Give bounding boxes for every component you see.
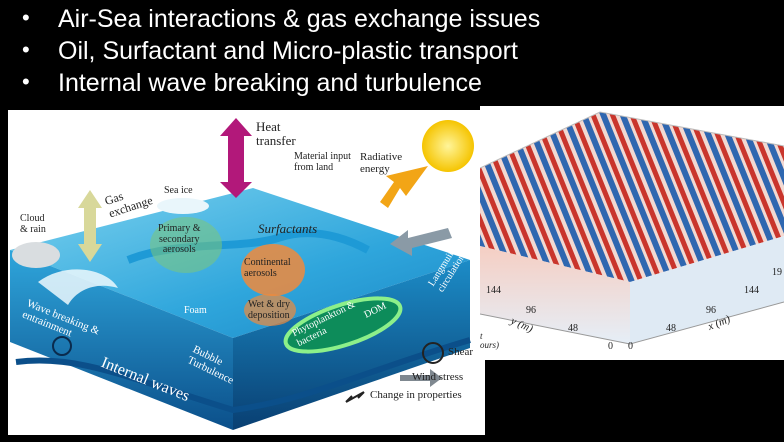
air-sea-illustration: Heat transfer Material input from land R… (8, 110, 485, 435)
deposition-cloud (244, 294, 296, 326)
shear-label: Shear (448, 346, 474, 358)
bullet-text: Air-Sea interactions & gas exchange issu… (58, 5, 541, 33)
eddy-icon (52, 336, 72, 356)
x-tick: 19 (772, 267, 782, 278)
y-tick: 96 (526, 305, 536, 316)
radiative-energy-label: Radiative energy (360, 151, 403, 175)
cloud-rain-label: Cloud & rain (20, 213, 46, 235)
bullet-marker: • (22, 69, 30, 94)
change-in-properties-label: Change in properties (370, 389, 462, 401)
y-tick: 0 (608, 341, 613, 352)
turbulence-field-graphic (480, 106, 784, 360)
x-tick: 96 (706, 305, 716, 316)
bullet-item: • Oil, Surfactant and Micro-plastic tran… (22, 36, 782, 68)
x-axis-line (629, 301, 784, 345)
shear-icon (422, 342, 444, 364)
y-tick: 48 (568, 323, 578, 334)
bullet-text: Internal wave breaking and turbulence (58, 69, 482, 97)
t-axis-label: t ours) (480, 331, 500, 351)
box-edge (480, 111, 784, 169)
foam-label: Foam (184, 305, 207, 316)
turbulence-3d-plot: 144 96 48 0 0 48 96 144 19 y (m) x (m) t… (480, 106, 784, 360)
x-tick: 48 (666, 323, 676, 334)
heat-transfer-arrow (220, 118, 252, 198)
bullet-text: Oil, Surfactant and Micro-plastic transp… (58, 37, 518, 65)
bullet-item: • Internal wave breaking and turbulence (22, 68, 782, 100)
turbulence-surface (480, 112, 784, 282)
material-input-label: Material input from land (294, 151, 351, 173)
phytoplankton-zone (283, 296, 403, 354)
x-tick: 144 (744, 285, 759, 296)
heat-transfer-label: Heat transfer (256, 119, 296, 148)
wind-stress-label: Wind stress (412, 371, 464, 383)
bullet-marker: • (22, 37, 30, 62)
bullet-marker: • (22, 5, 30, 30)
turbulence-side-wall (630, 236, 784, 344)
gas-exchange-arrow (78, 190, 102, 262)
ocean-block-graphic (10, 118, 474, 430)
surfactants-label: Surfactants (258, 221, 318, 236)
bullet-list: • Air-Sea interactions & gas exchange is… (22, 4, 782, 100)
primary-aerosol-cloud (150, 217, 222, 273)
breaking-wave (38, 269, 118, 305)
continental-aerosol-cloud (241, 244, 305, 296)
wind-label: Wind (410, 219, 435, 233)
ocean-surface (10, 188, 470, 338)
sea-ice-icon (157, 198, 209, 214)
cloud-icon (12, 242, 60, 268)
internal-wave-line (15, 337, 471, 414)
y-tick: 144 (486, 285, 501, 296)
continental-aerosols-label: Continental aerosols (244, 257, 291, 279)
change-properties-icon (345, 391, 365, 403)
turbulence-front-wall (480, 246, 630, 344)
wind-stress-icon (400, 369, 442, 387)
wet-dry-deposition-label: Wet & dry deposition (248, 299, 290, 321)
sea-ice-label: Sea ice (164, 185, 193, 196)
bullet-item: • Air-Sea interactions & gas exchange is… (22, 4, 782, 36)
y-axis-line (480, 313, 631, 345)
x-tick: 0 (628, 341, 633, 352)
primary-aerosols-label: Primary & secondary aerosols (158, 223, 201, 255)
radiative-arrow (380, 166, 428, 208)
sun-icon (422, 120, 474, 172)
wind-arrow (390, 228, 452, 256)
